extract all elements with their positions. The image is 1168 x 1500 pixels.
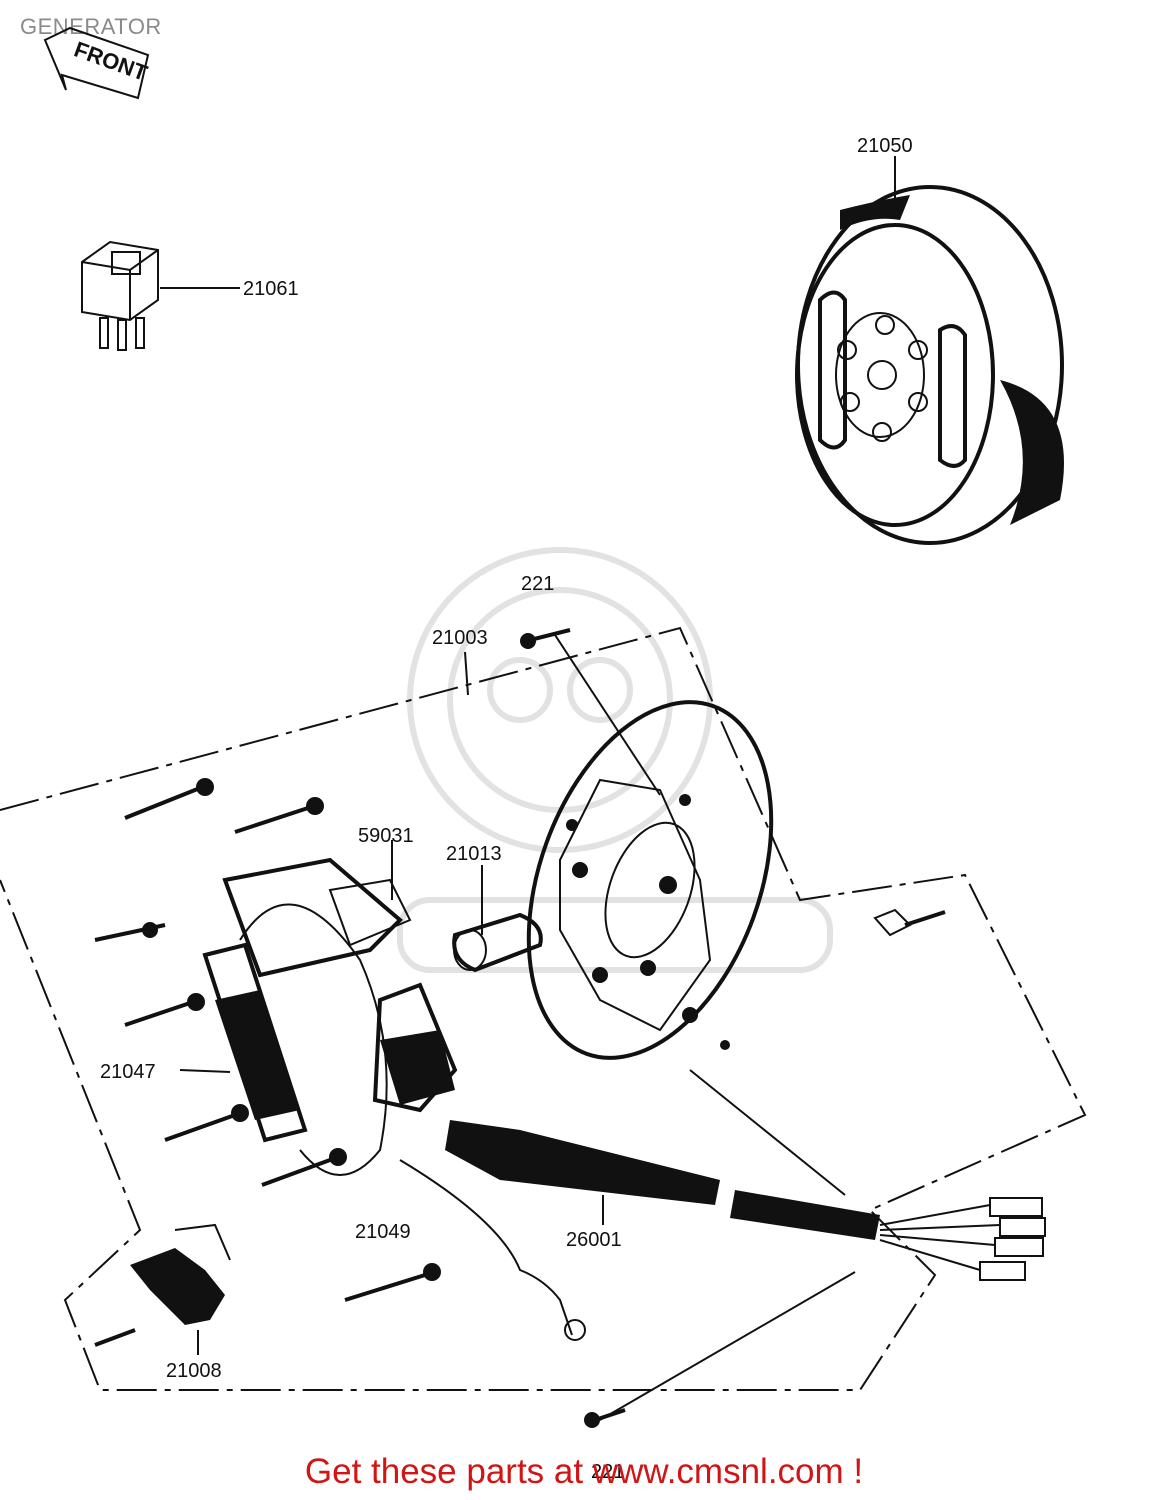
part-label-21061: 21061	[243, 278, 299, 300]
part-label-21003: 21003	[432, 627, 488, 649]
part-label-221-bottom: 221	[591, 1461, 624, 1483]
watermark-logo	[397, 547, 833, 973]
part-label-21050: 21050	[857, 135, 913, 157]
footer-link-text[interactable]: Get these parts at www.cmsnl.com !	[304, 1452, 864, 1491]
pickup-coil	[130, 1223, 231, 1355]
stator-plate	[526, 634, 846, 1196]
front-label: FRONT	[71, 36, 151, 86]
front-arrow-icon: FRONT	[43, 26, 151, 100]
part-label-21013: 21013	[446, 843, 502, 865]
part-label-21049: 21049	[355, 1221, 411, 1243]
assembly-outline	[0, 626, 1087, 1391]
part-label-21008: 21008	[166, 1360, 222, 1382]
flywheel-rotor	[795, 156, 1064, 545]
part-label-59031: 59031	[358, 825, 414, 847]
part-label-221-top: 221	[521, 573, 554, 595]
wire-harness	[399, 1120, 1046, 1341]
part-label-26001: 26001	[566, 1229, 622, 1251]
coil-assembly	[179, 840, 543, 1176]
regulator-relay	[81, 240, 240, 351]
part-label-21047: 21047	[100, 1061, 156, 1083]
screws	[94, 628, 946, 1428]
